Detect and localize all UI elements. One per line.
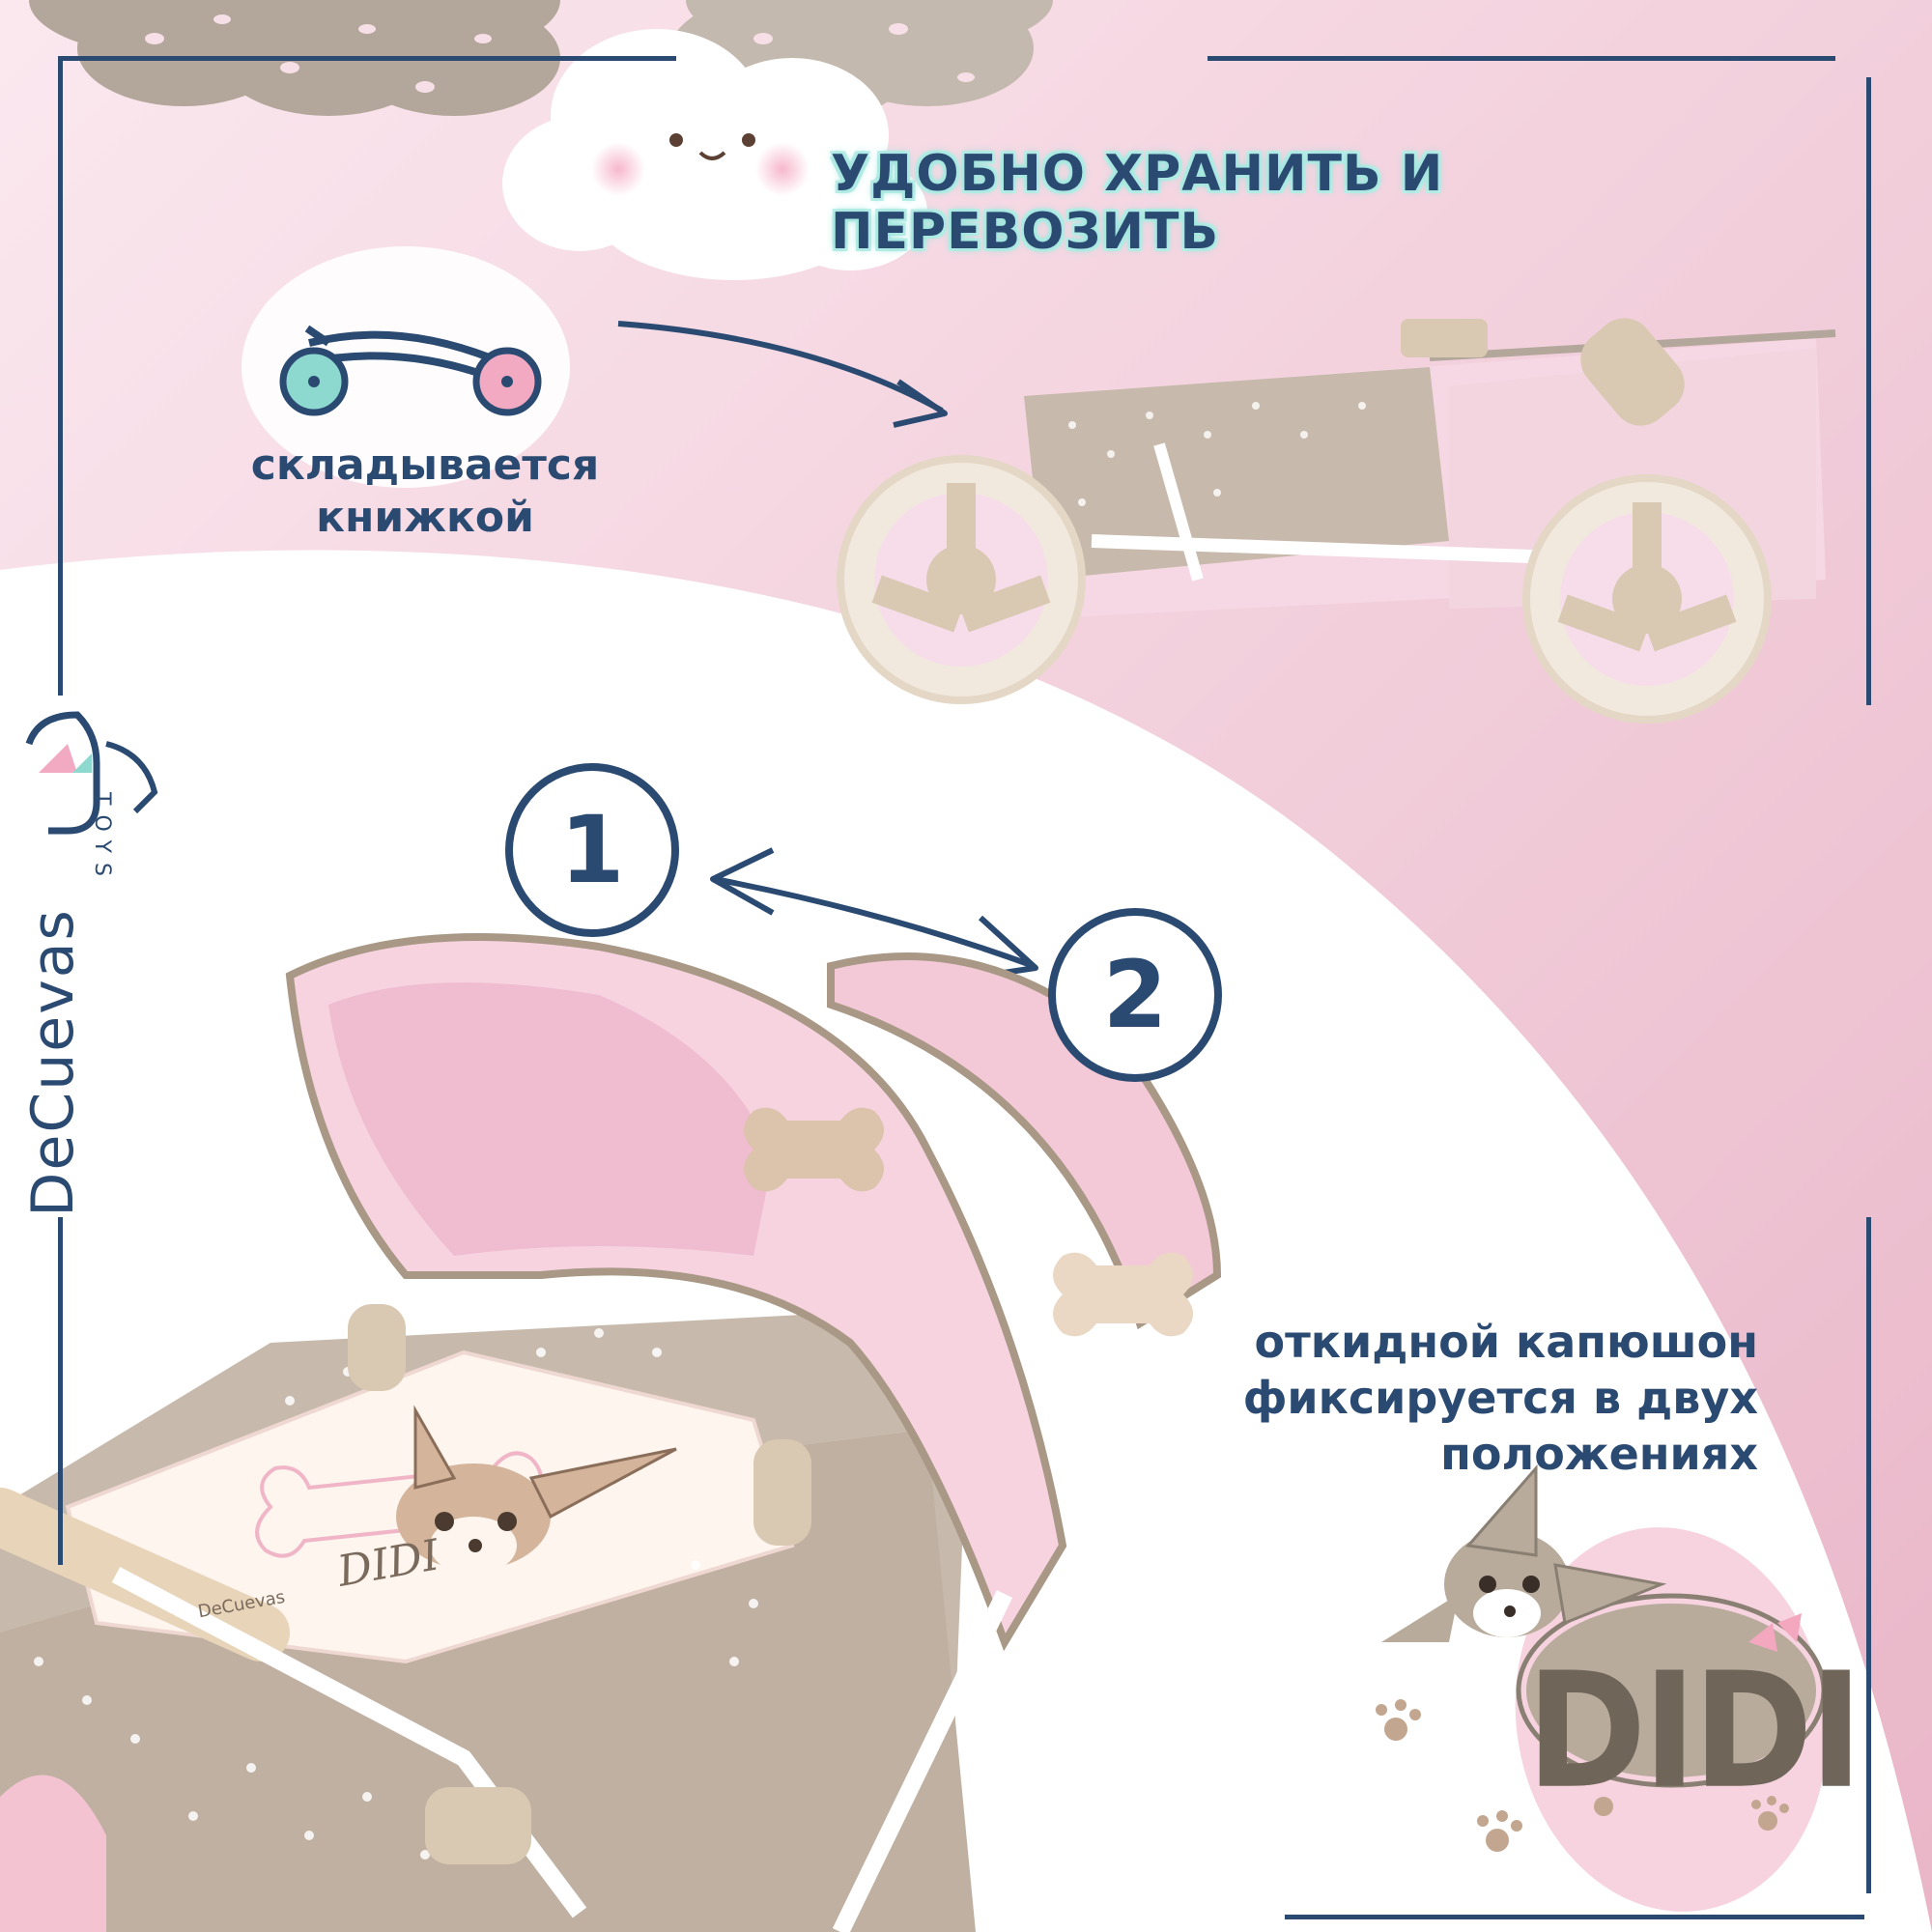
didi-logo-art (1376, 1464, 1828, 1912)
position-2-number: 2 (1102, 941, 1168, 1049)
fold-label-text: складывается книжкой (250, 440, 600, 542)
frame-left-upper (58, 58, 63, 696)
position-2-badge: 2 (1048, 908, 1222, 1082)
hood-label: откидной капюшон фиксируется в двух поло… (1130, 1314, 1758, 1482)
brand-stroller-icon (25, 711, 158, 835)
frame-top-left (58, 56, 676, 61)
position-1-badge: 1 (505, 763, 679, 937)
position-1-number: 1 (559, 796, 625, 904)
didi-logo-text: DIDI (1526, 1639, 1863, 1825)
frame-left-lower (58, 1217, 63, 1565)
brand-sub: TOYS (90, 792, 114, 886)
frame-right-upper (1866, 77, 1871, 705)
headline: УДОБНО ХРАНИТЬ И ПЕРЕВОЗИТЬ (831, 145, 1444, 261)
stroller-with-hood-photo (0, 933, 1222, 1932)
frame-bottom (1285, 1915, 1864, 1919)
frame-right-lower (1866, 1217, 1871, 1893)
smiling-cloud (502, 29, 927, 280)
fold-label: складывается книжкой (193, 440, 657, 544)
fold-stroller-icon (279, 325, 542, 416)
frame-top-right (1208, 56, 1835, 61)
hood-label-text: откидной капюшон фиксируется в двух поло… (1242, 1316, 1758, 1480)
folded-stroller-photo (837, 318, 1836, 724)
